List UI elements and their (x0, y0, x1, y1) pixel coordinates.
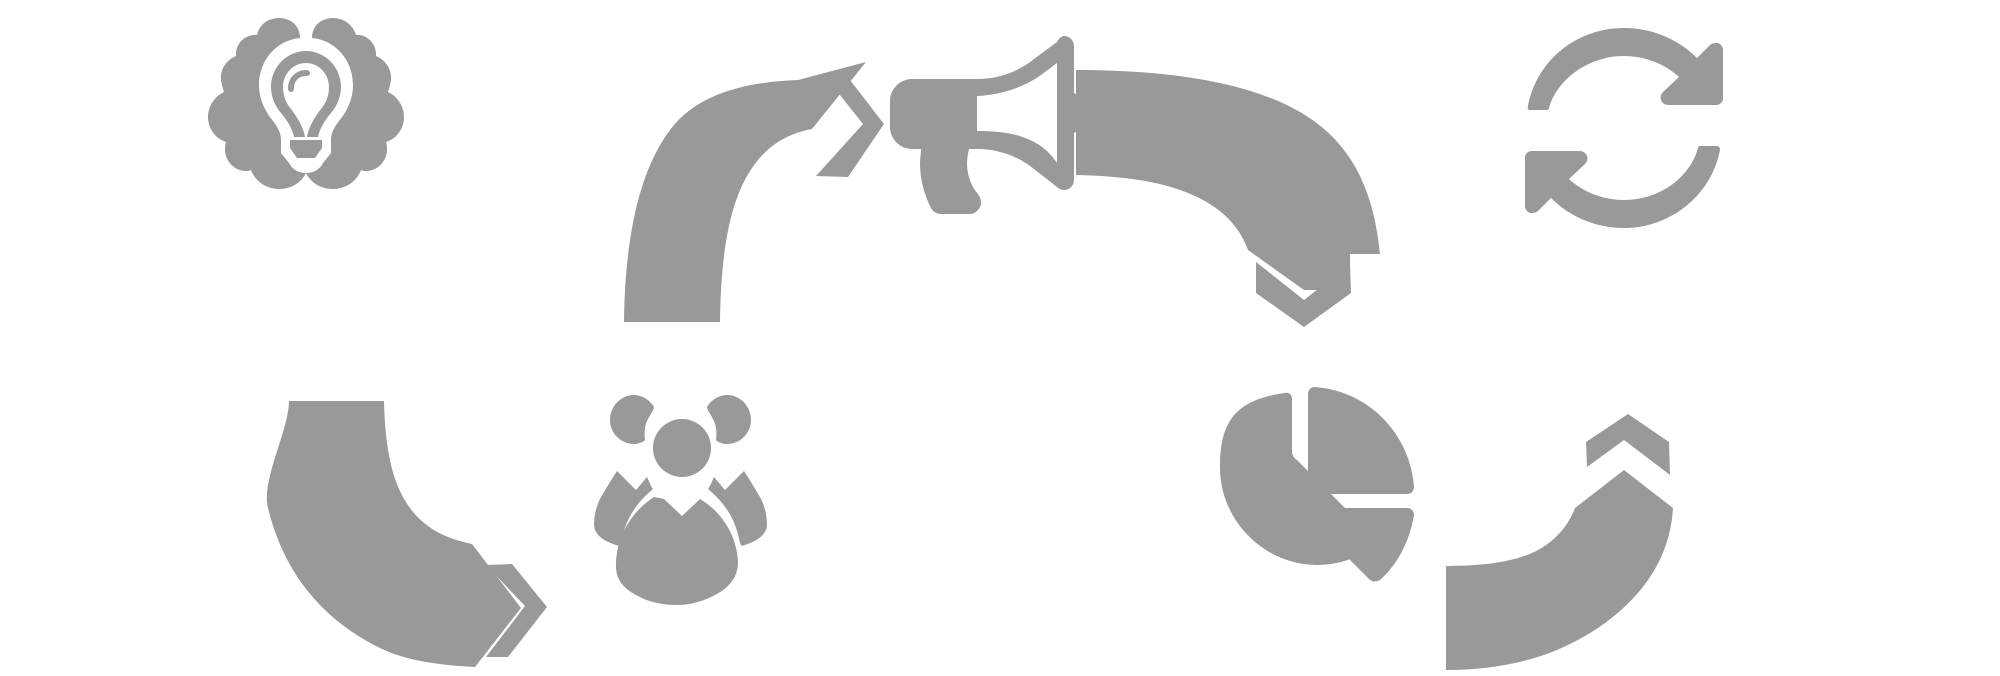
pie-chart-icon (1220, 387, 1414, 582)
megaphone-icon (890, 36, 1086, 214)
arrow-segment-top-right (1076, 70, 1380, 327)
refresh-icon (1525, 28, 1723, 228)
brain-lightbulb-icon (208, 18, 404, 189)
arrow-segment-top-left (624, 62, 884, 322)
team-icon (594, 395, 767, 605)
arrow-segment-bottom-right (1446, 414, 1673, 670)
arrow-segment-bottom-left (266, 401, 547, 667)
